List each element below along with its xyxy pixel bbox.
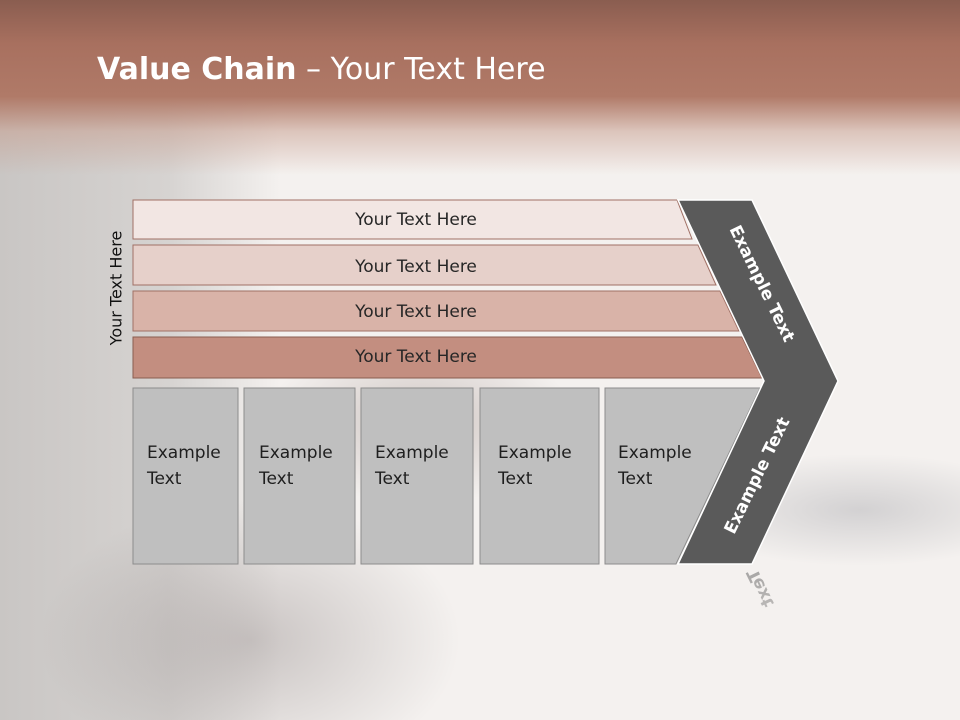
column-1[interactable] — [132, 387, 239, 565]
column-3-line1: Example — [375, 443, 449, 463]
column-1-line1: Example — [147, 443, 221, 463]
column-2[interactable] — [243, 387, 356, 565]
column-1-text: Example Text — [147, 440, 221, 492]
bar-2[interactable] — [132, 244, 717, 286]
column-2-line2: Text — [259, 469, 294, 489]
column-4-text: Example Text — [498, 440, 572, 492]
column-2-line1: Example — [259, 443, 333, 463]
column-5-line1: Example — [618, 443, 692, 463]
column-2-text: Example Text — [259, 440, 333, 492]
column-3-line2: Text — [375, 469, 410, 489]
bar-2-label: Your Text Here — [354, 257, 477, 277]
title-bold: Value Chain — [97, 52, 297, 87]
bar-1[interactable] — [132, 199, 693, 240]
column-5-text: Example Text — [618, 440, 692, 492]
column-1-line2: Text — [147, 469, 182, 489]
bar-3-label: Your Text Here — [354, 302, 477, 322]
bar-4-label: Your Text Here — [354, 347, 477, 367]
bar-1-label: Your Text Here — [354, 210, 477, 230]
title-banner — [0, 0, 960, 175]
column-5-line2: Text — [618, 469, 653, 489]
bar-3[interactable] — [132, 290, 740, 332]
title-rest: – Your Text Here — [296, 52, 546, 87]
column-5[interactable] — [604, 387, 761, 565]
reflection-arrow-label: Example Text — [705, 566, 779, 610]
column-4-line2: Text — [498, 469, 533, 489]
slide-title: Value Chain – Your Text Here — [97, 52, 546, 87]
column-4-line1: Example — [498, 443, 572, 463]
column-3-text: Example Text — [375, 440, 449, 492]
chevron-arrow[interactable] — [676, 199, 839, 565]
column-4[interactable] — [479, 387, 600, 565]
column-3[interactable] — [360, 387, 474, 565]
